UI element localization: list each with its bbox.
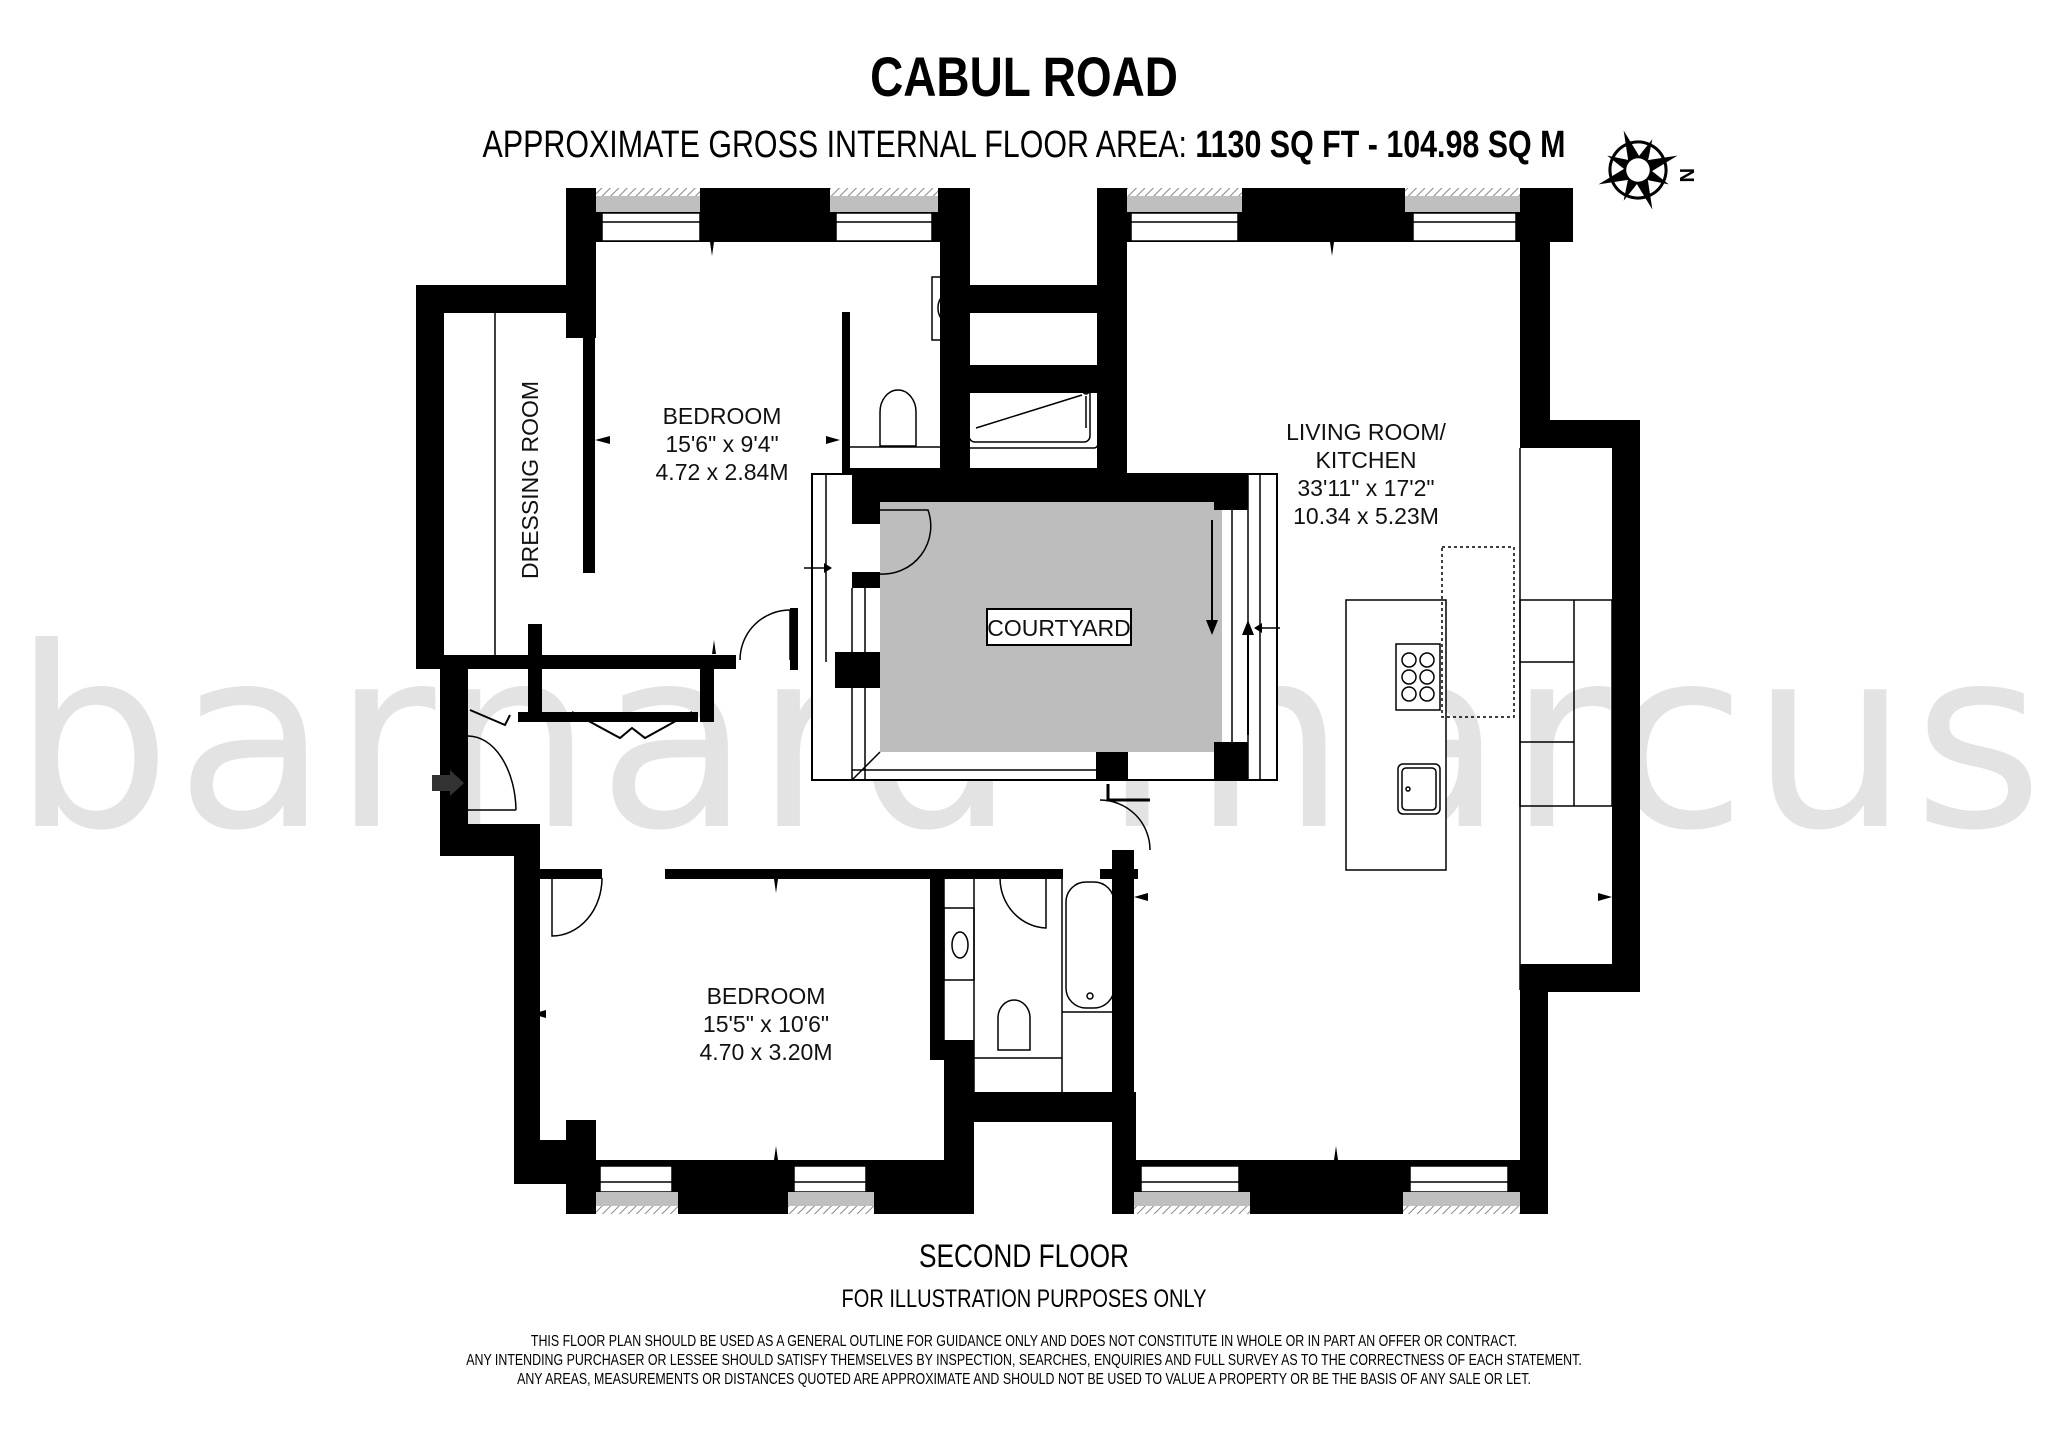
window-top-2	[830, 188, 938, 242]
dimension-markers	[532, 242, 1612, 1160]
kitchen-island	[1345, 546, 1515, 871]
living-room-name-line1: LIVING ROOM/	[1286, 419, 1446, 445]
bedroom-1-imperial: 15'6" x 9'4"	[665, 431, 778, 457]
bedroom-1-name: BEDROOM	[663, 403, 782, 429]
window-top-4	[1405, 188, 1520, 242]
kitchen-counter	[1519, 448, 1613, 990]
entrance	[432, 608, 1151, 851]
disclaimer-line-3: ANY AREAS, MEASUREMENTS OR DISTANCES QUO…	[517, 1371, 1531, 1388]
front-door-swing	[467, 735, 517, 811]
illustration-note: FOR ILLUSTRATION PURPOSES ONLY	[841, 1285, 1207, 1313]
area-label: APPROXIMATE GROSS INTERNAL FLOOR AREA:	[482, 124, 1187, 166]
area-separator: -	[1367, 124, 1378, 166]
disclaimer-line-2: ANY INTENDING PURCHASER OR LESSEE SHOULD…	[466, 1352, 1582, 1369]
bedroom-2-metric: 4.70 x 3.20M	[700, 1039, 833, 1065]
plan-title: CABUL ROAD	[870, 45, 1178, 108]
compass-north-label: N	[1675, 168, 1697, 182]
room-labels: BEDROOM 15'6" x 9'4" 4.72 x 2.84M DRESSI…	[517, 381, 1446, 1065]
living-room-imperial: 33'11" x 17'2"	[1297, 475, 1434, 501]
ensuite-1-fixtures	[850, 276, 1099, 449]
window-bottom-3	[1134, 1165, 1250, 1214]
area-sqft: 1130 SQ FT	[1195, 124, 1360, 166]
dressing-room-label: DRESSING ROOM	[517, 381, 543, 579]
floor-area-summary: APPROXIMATE GROSS INTERNAL FLOOR AREA: 1…	[205, 124, 1843, 167]
courtyard-label: COURTYARD	[987, 615, 1131, 641]
window-top-1	[596, 188, 701, 242]
bedroom-2-name: BEDROOM	[707, 983, 826, 1009]
disclaimer-line-1: THIS FLOOR PLAN SHOULD BE USED AS A GENE…	[530, 1333, 1518, 1350]
windows	[596, 188, 1520, 1214]
living-room-metric: 10.34 x 5.23M	[1293, 503, 1439, 529]
window-bottom-2	[788, 1165, 874, 1214]
bedroom-2-imperial: 15'5" x 10'6"	[703, 1011, 829, 1037]
bedroom-1-metric: 4.72 x 2.84M	[656, 459, 789, 485]
window-bottom-1	[596, 1165, 678, 1214]
bathroom-2-fixtures	[551, 875, 1122, 1092]
area-sqm: 104.98 SQ M	[1386, 124, 1566, 166]
courtyard: COURTYARD	[804, 473, 1280, 781]
entrance-arrow-icon	[450, 770, 464, 796]
window-top-3	[1127, 188, 1242, 242]
disclaimer: THIS FLOOR PLAN SHOULD BE USED AS A GENE…	[205, 1332, 1843, 1389]
window-bottom-4	[1403, 1165, 1520, 1214]
living-room-name-line2: KITCHEN	[1316, 447, 1417, 473]
floor-label: SECOND FLOOR	[919, 1238, 1129, 1274]
compass-rose-icon: N	[1590, 128, 1700, 220]
